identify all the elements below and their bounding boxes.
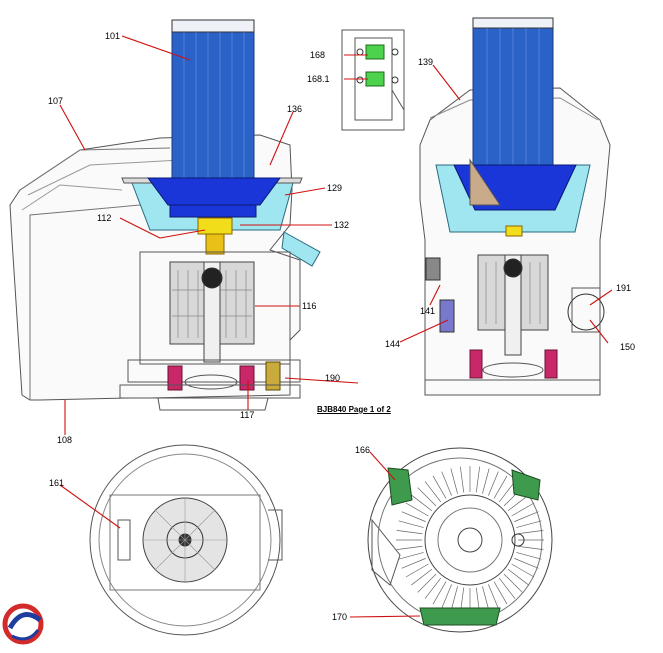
part-label-168: 168 [310, 50, 326, 60]
vent-slot [396, 529, 423, 535]
vent-slot [432, 581, 447, 605]
part-label-117: 117 [240, 410, 255, 420]
part-label-136: 136 [287, 104, 303, 114]
vent-slot [459, 466, 465, 493]
part-label-129: 129 [327, 183, 343, 193]
vent-slot [417, 573, 437, 593]
vent-slot [417, 487, 437, 507]
part-label-139: 139 [418, 57, 434, 67]
vent-slot [511, 563, 535, 578]
vent-slot [493, 475, 508, 499]
vent-slot [511, 502, 535, 517]
side-section-view [9, 19, 321, 411]
part-label-166: 166 [355, 445, 371, 455]
vent-slot [498, 577, 516, 599]
vent-slot [424, 481, 442, 503]
vent-slot [507, 568, 529, 586]
part-label-108: 108 [57, 435, 73, 445]
vent-slot [450, 468, 458, 494]
vent-slot [424, 577, 442, 599]
vent-slot [432, 475, 447, 499]
vent-slot [507, 494, 529, 512]
part-label-116: 116 [302, 301, 317, 311]
base-top-view [89, 444, 283, 636]
vent-slot [450, 586, 458, 612]
vent-slot [401, 511, 426, 522]
vent-slot [514, 558, 539, 569]
brand-swirl-logo [2, 603, 44, 645]
switch-detail-view [341, 29, 405, 131]
base-bottom-view [367, 447, 553, 633]
vent-slot [482, 468, 490, 494]
vent-slot [411, 568, 433, 586]
vent-slot [516, 520, 542, 528]
part-label-144: 144 [385, 339, 401, 349]
vent-slot [401, 558, 426, 569]
part-label-161: 161 [49, 478, 65, 488]
part-label-107: 107 [48, 96, 64, 106]
part-label-101: 101 [105, 31, 121, 41]
vent-slot [475, 466, 481, 493]
vent-slot [411, 494, 433, 512]
part-label-168-1: 168.1 [307, 74, 330, 84]
vent-slot [514, 511, 539, 522]
vent-slot [517, 529, 544, 535]
vent-slot [405, 502, 429, 517]
front-section-view [419, 17, 611, 396]
vent-slot [503, 573, 523, 593]
vent-slot [498, 481, 516, 503]
vent-slot [482, 586, 490, 612]
part-label-132: 132 [334, 220, 350, 230]
vent-slot [517, 545, 544, 551]
vent-slot [405, 563, 429, 578]
leader-lines [59, 35, 613, 618]
vent-slot [441, 584, 452, 609]
vent-slot [398, 520, 424, 528]
part-label-141: 141 [420, 306, 436, 316]
page-caption: BJB840 Page 1 of 2 [317, 405, 391, 414]
vent-slot [398, 552, 424, 560]
vent-slot [493, 581, 508, 605]
part-label-112: 112 [97, 213, 112, 223]
part-label-170: 170 [332, 612, 348, 622]
vent-slot [488, 471, 499, 496]
vent-slot [516, 552, 542, 560]
part-label-150: 150 [620, 342, 636, 352]
vent-slot [441, 471, 452, 496]
vent-slot [396, 545, 423, 551]
vent-slot [488, 584, 499, 609]
part-label-191: 191 [616, 283, 632, 293]
part-label-190: 190 [325, 373, 341, 383]
